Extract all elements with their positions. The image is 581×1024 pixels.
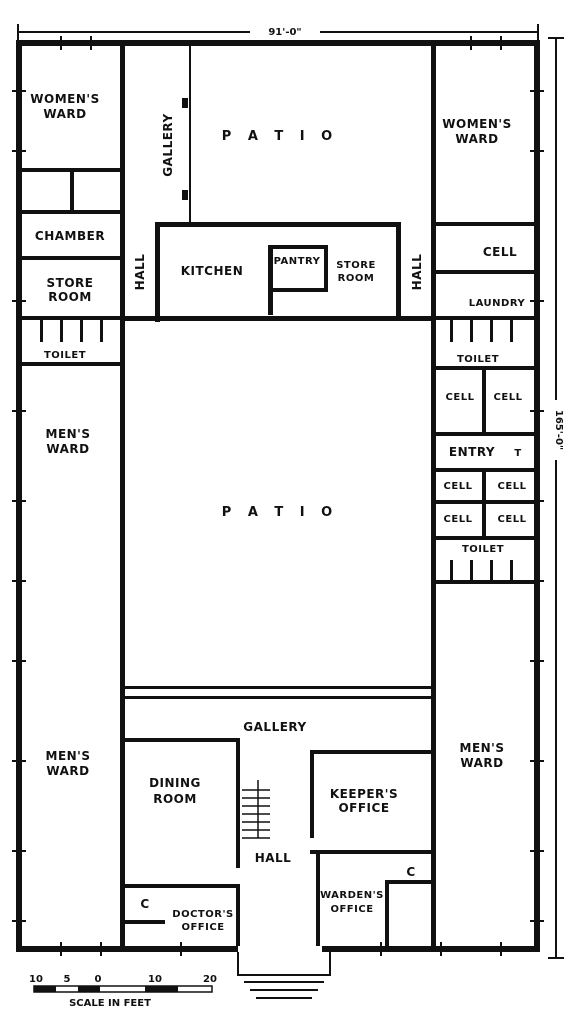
dimension-lines: 91'-0" 165'-0" (17, 24, 564, 959)
mens-ward-top-left-label-2: WARD (46, 442, 89, 456)
kitchen-label: KITCHEN (181, 264, 244, 278)
scale-label: SCALE IN FEET (69, 998, 151, 1009)
toilet-left-label: TOILET (44, 350, 86, 361)
wardens-office-label-2: OFFICE (330, 904, 373, 915)
cell-f-label: CELL (498, 514, 527, 525)
store-room-center-label-2: ROOM (338, 273, 375, 284)
patio-top-label: P A T I O (222, 129, 338, 144)
scale-tick-1: 10 (29, 974, 43, 985)
store-room-left-label-1: STORE (47, 276, 94, 290)
dining-room-label-2: ROOM (153, 792, 197, 806)
doctors-office-label-2: OFFICE (181, 922, 224, 933)
womens-ward-right-label-2: WARD (455, 132, 498, 146)
womens-ward-left-label-1: WOMEN'S (30, 92, 99, 106)
gallery-bottom-label: GALLERY (243, 720, 306, 734)
outer-walls (12, 36, 544, 956)
doctors-office-label-1: DOCTOR'S (172, 909, 233, 920)
store-room-left-label-2: ROOM (48, 290, 92, 304)
keepers-office-label-2: OFFICE (338, 801, 389, 815)
mens-ward-bottom-right-label-2: WARD (460, 756, 503, 770)
room-labels: WOMEN'S WARD WOMEN'S WARD GALLERY P A T … (30, 92, 526, 933)
interior-walls (22, 40, 534, 999)
mens-ward-top-left-label-1: MEN'S (46, 427, 91, 441)
entry-label: ENTRY (449, 445, 495, 459)
gallery-top-label: GALLERY (161, 113, 175, 176)
closet-left-label: C (140, 897, 149, 911)
toilet-t-label: T (514, 448, 521, 459)
cell-top-label: CELL (483, 245, 517, 259)
scale-tick-4: 10 (148, 974, 162, 985)
pantry-label: PANTRY (274, 256, 321, 267)
mens-ward-bottom-left-label-2: WARD (46, 764, 89, 778)
cell-d-label: CELL (498, 481, 527, 492)
mens-ward-bottom-left-label-1: MEN'S (46, 749, 91, 763)
cell-e-label: CELL (444, 514, 473, 525)
dining-room-label-1: DINING (149, 776, 201, 790)
scale-bar: 10 5 0 10 20 SCALE IN FEET (29, 974, 217, 1009)
patio-center-label: P A T I O (222, 505, 338, 520)
laundry-label: LAUNDRY (469, 298, 526, 309)
scale-tick-5: 20 (203, 974, 217, 985)
hall-bottom-label: HALL (255, 851, 292, 865)
hall-right-label: HALL (410, 254, 424, 291)
womens-ward-right-label-1: WOMEN'S (442, 117, 511, 131)
keepers-office-label-1: KEEPER'S (330, 787, 398, 801)
cell-a-label: CELL (446, 392, 475, 403)
height-dimension: 165'-0" (553, 410, 564, 450)
chamber-label: CHAMBER (35, 229, 105, 243)
width-dimension: 91'-0" (268, 27, 301, 38)
mens-ward-bottom-right-label-1: MEN'S (460, 741, 505, 755)
toilet-right-top-label: TOILET (457, 354, 499, 365)
cell-b-label: CELL (494, 392, 523, 403)
wardens-office-label-1: WARDEN'S (320, 890, 384, 901)
cell-c-label: CELL (444, 481, 473, 492)
toilet-right-bottom-label: TOILET (462, 544, 504, 555)
scale-tick-3: 0 (95, 974, 102, 985)
womens-ward-left-label-2: WARD (43, 107, 86, 121)
closet-right-label: C (406, 865, 415, 879)
store-room-center-label-1: STORE (336, 260, 376, 271)
hall-left-label: HALL (133, 254, 147, 291)
scale-tick-2: 5 (64, 974, 71, 985)
